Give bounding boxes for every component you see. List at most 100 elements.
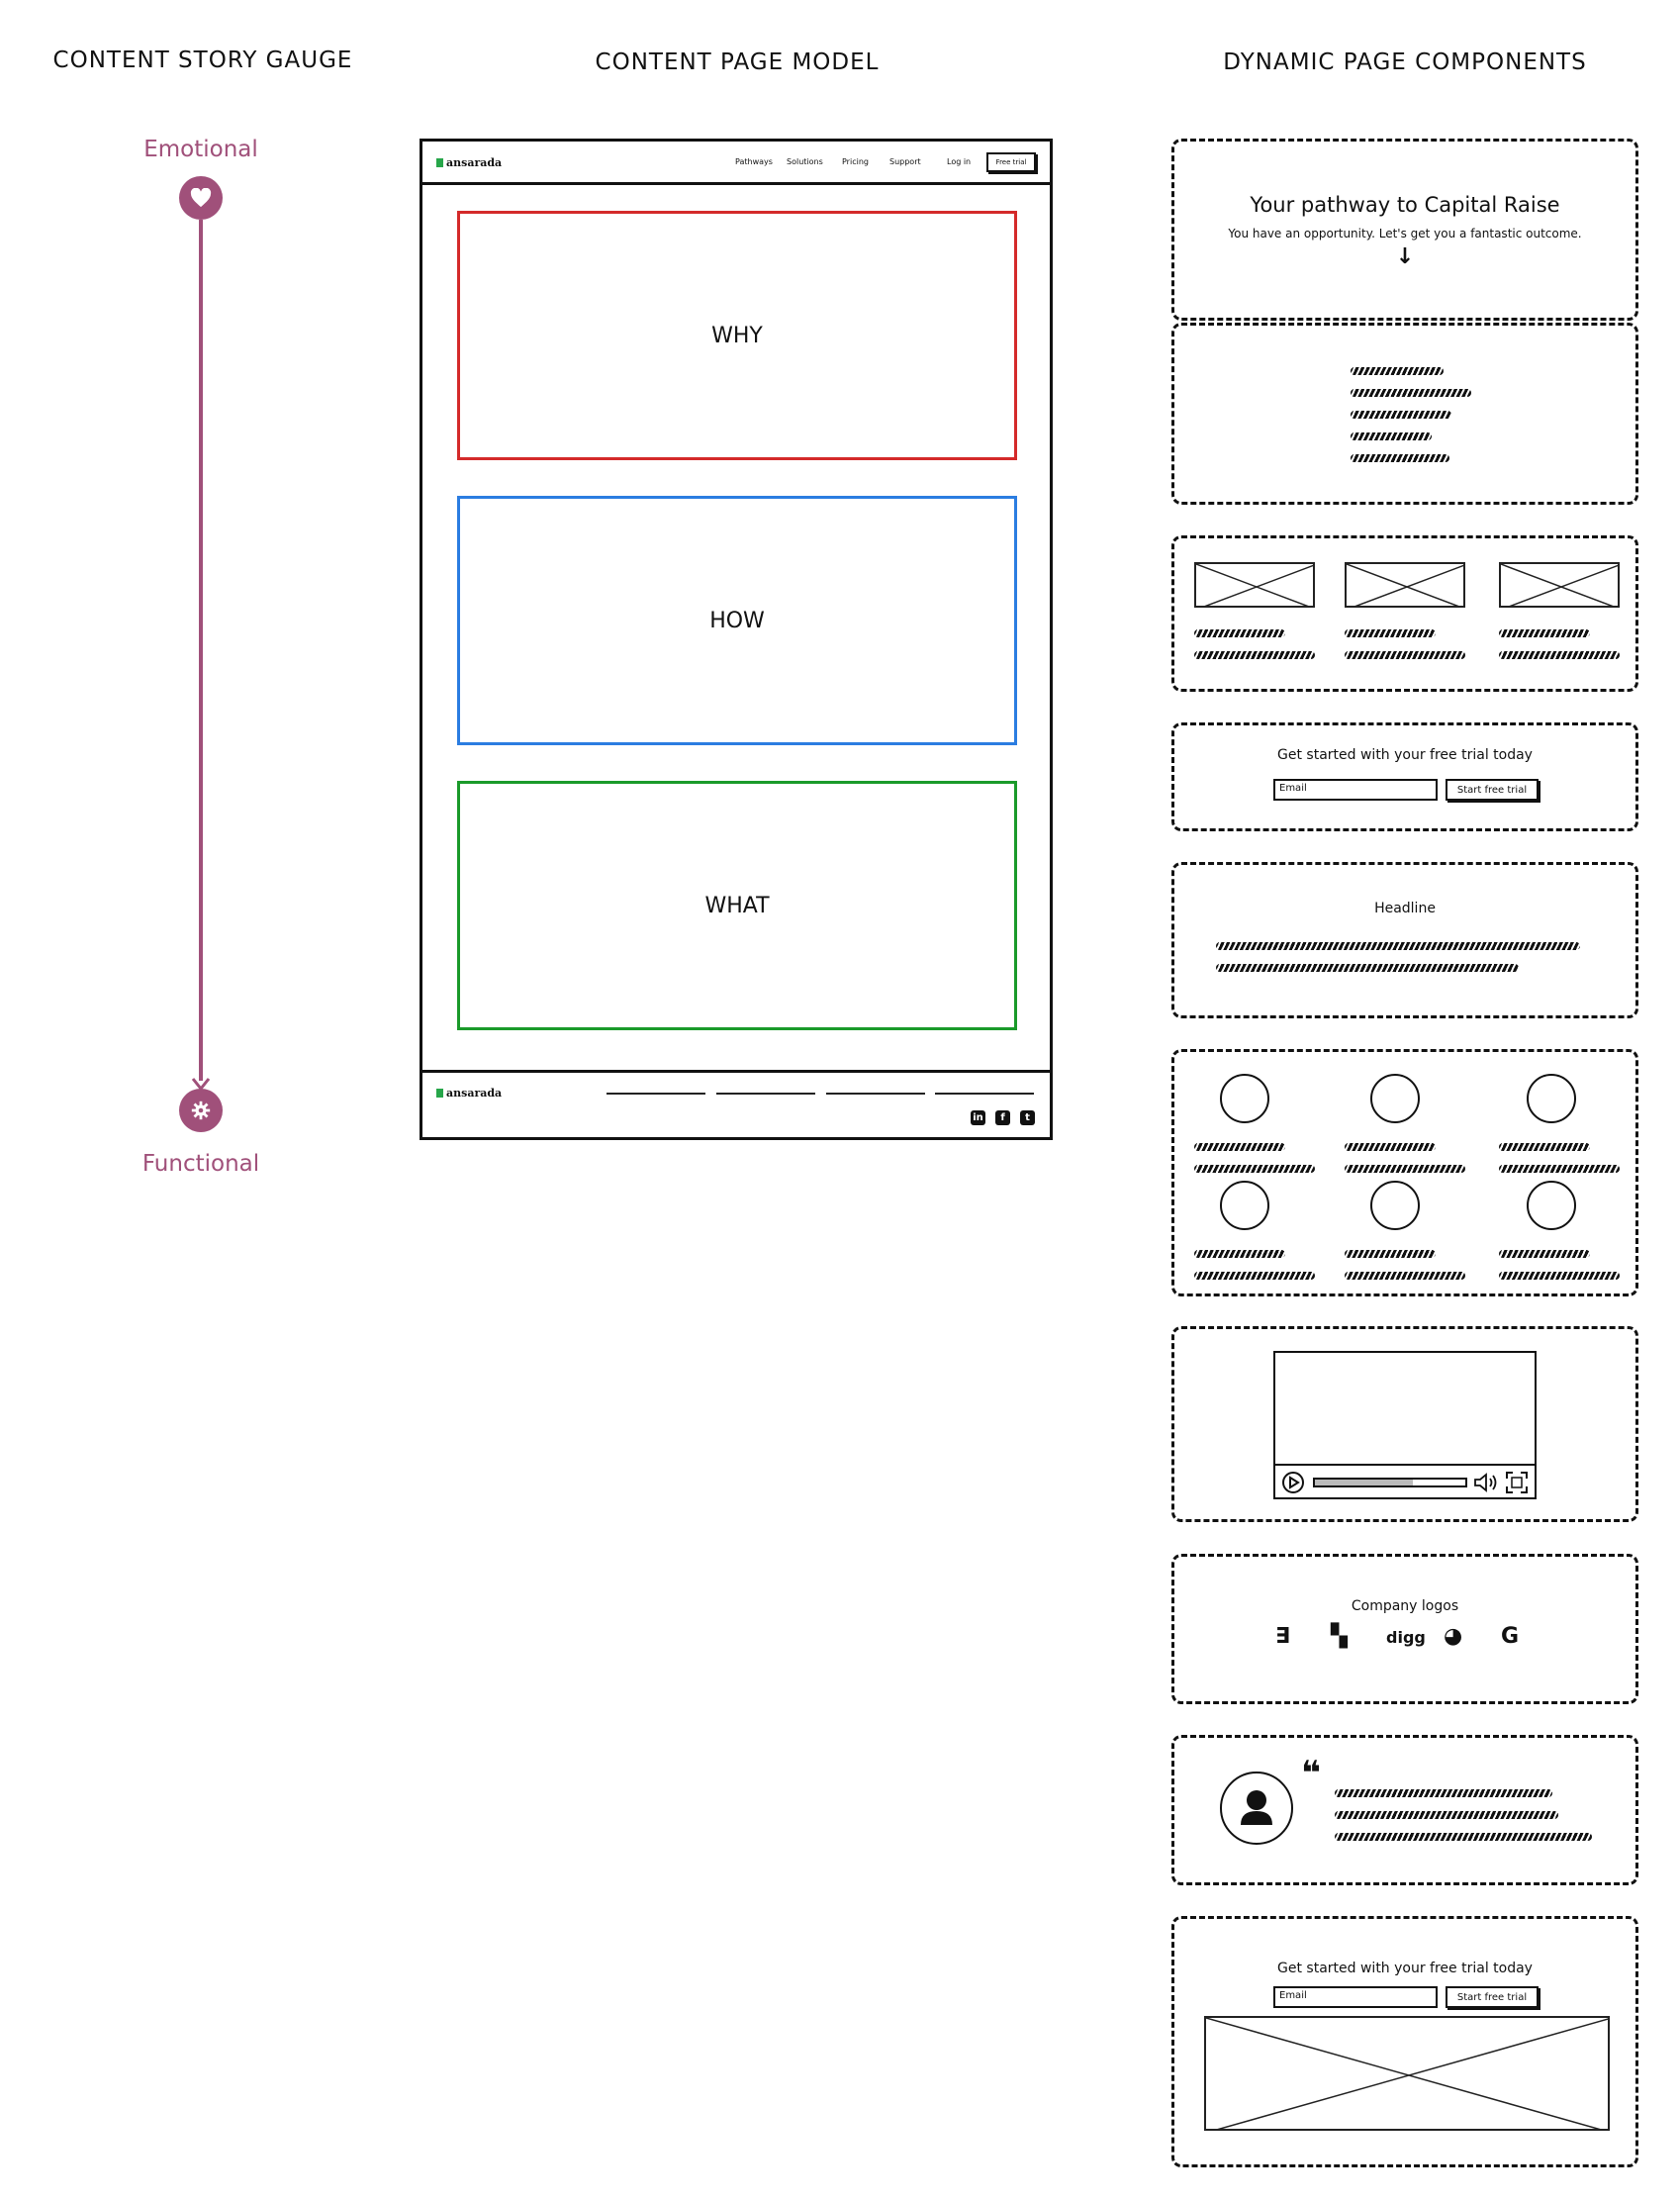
image-placeholder xyxy=(1499,562,1620,608)
text-line xyxy=(1335,1811,1558,1819)
text-line xyxy=(1345,651,1465,659)
feature-icon-placeholder xyxy=(1370,1074,1420,1123)
text-line xyxy=(1499,1143,1590,1151)
twitter-icon[interactable]: t xyxy=(1020,1110,1035,1125)
signup-title: Get started with your free trial today xyxy=(1277,747,1533,763)
text-line xyxy=(1216,964,1519,972)
feature-icon-placeholder xyxy=(1527,1074,1576,1123)
feature-icon-placeholder xyxy=(1220,1074,1269,1123)
text-line xyxy=(1216,942,1580,950)
component-signup-with-image: Get started with your free trial today E… xyxy=(1171,1916,1638,2167)
component-hero: Your pathway to Capital Raise You have a… xyxy=(1171,139,1638,321)
component-headline: Headline xyxy=(1171,862,1638,1018)
content-page-model: ansarada Pathways Solutions Pricing Supp… xyxy=(420,139,1053,1140)
section-what: WHAT xyxy=(457,781,1017,1030)
text-line xyxy=(1351,454,1449,462)
video-controls xyxy=(1275,1464,1535,1497)
text-line xyxy=(1351,432,1432,440)
text-line xyxy=(1499,1165,1620,1173)
hero-title: Your pathway to Capital Raise xyxy=(1250,193,1560,217)
css3-logo-icon: ∃ xyxy=(1275,1624,1291,1649)
component-signup: Get started with your free trial today E… xyxy=(1171,722,1638,831)
component-company-logos: Company logos ∃ ▚ digg ◕ G xyxy=(1171,1554,1638,1704)
text-line xyxy=(1499,1250,1590,1258)
page-header: ansarada Pathways Solutions Pricing Supp… xyxy=(422,142,1050,185)
nav-pathways[interactable]: Pathways xyxy=(735,157,773,166)
section-how: HOW xyxy=(457,496,1017,745)
text-line xyxy=(1194,1143,1285,1151)
hero-subtitle: You have an opportunity. Let's get you a… xyxy=(1228,227,1582,240)
image-placeholder xyxy=(1345,562,1465,608)
volume-icon[interactable] xyxy=(1473,1472,1499,1493)
component-three-column-images xyxy=(1171,535,1638,692)
nav-log-in[interactable]: Log in xyxy=(947,157,972,166)
free-trial-button[interactable]: Free trial xyxy=(986,152,1036,172)
logos-title: Company logos xyxy=(1351,1598,1459,1614)
text-line xyxy=(1499,629,1590,637)
text-line xyxy=(1194,1165,1315,1173)
user-icon xyxy=(1241,1790,1272,1825)
progress-bar[interactable] xyxy=(1313,1478,1467,1487)
nav-solutions[interactable]: Solutions xyxy=(787,157,823,166)
footer-logo: ansarada xyxy=(436,1087,502,1100)
footer-link[interactable] xyxy=(826,1093,925,1095)
video-player[interactable] xyxy=(1273,1351,1537,1499)
start-free-trial-button[interactable]: Start free trial xyxy=(1446,779,1539,801)
headline-title: Headline xyxy=(1374,901,1436,916)
text-line xyxy=(1345,1272,1465,1280)
gauge-column-title: CONTENT STORY GAUGE xyxy=(52,48,353,73)
gauge-bottom-label: Functional xyxy=(141,1151,260,1177)
text-line xyxy=(1194,1250,1285,1258)
google-logo-icon: G xyxy=(1501,1624,1520,1649)
facebook-icon[interactable]: f xyxy=(995,1110,1010,1125)
fullscreen-icon[interactable] xyxy=(1505,1471,1529,1494)
text-line xyxy=(1345,1165,1465,1173)
text-line xyxy=(1194,651,1315,659)
email-field[interactable]: Email xyxy=(1273,779,1438,801)
text-line xyxy=(1345,629,1436,637)
text-line xyxy=(1499,651,1620,659)
components-column-title: DYNAMIC PAGE COMPONENTS xyxy=(1223,49,1587,75)
text-line xyxy=(1351,411,1451,419)
avatar xyxy=(1220,1772,1293,1845)
text-line xyxy=(1335,1833,1592,1841)
component-testimonial: ❝ xyxy=(1171,1735,1638,1885)
brand-logo: ansarada xyxy=(436,156,502,169)
signup-title: Get started with your free trial today xyxy=(1277,1961,1533,1976)
image-placeholder xyxy=(1194,562,1315,608)
text-line xyxy=(1194,629,1285,637)
feature-icon-placeholder xyxy=(1370,1181,1420,1230)
text-line xyxy=(1345,1143,1436,1151)
image-placeholder xyxy=(1204,2016,1610,2131)
play-icon[interactable] xyxy=(1281,1471,1305,1494)
component-video xyxy=(1171,1326,1638,1522)
nav-support[interactable]: Support xyxy=(889,157,921,166)
drupal-logo-icon: ◕ xyxy=(1444,1624,1463,1649)
start-free-trial-button[interactable]: Start free trial xyxy=(1446,1986,1539,2008)
digg-logo-icon: digg xyxy=(1386,1628,1426,1647)
delicious-logo-icon: ▚ xyxy=(1331,1624,1348,1649)
component-text-block xyxy=(1171,323,1638,505)
text-line xyxy=(1345,1250,1436,1258)
arrow-down-icon: ↓ xyxy=(1395,244,1415,269)
gauge-top-label: Emotional xyxy=(143,137,258,162)
footer-link[interactable] xyxy=(607,1093,705,1095)
text-line xyxy=(1351,367,1444,375)
linkedin-icon[interactable]: in xyxy=(971,1110,985,1125)
model-column-title: CONTENT PAGE MODEL xyxy=(595,49,880,75)
text-line xyxy=(1335,1789,1552,1797)
text-line xyxy=(1194,1272,1315,1280)
gauge-line xyxy=(199,220,203,1081)
page-footer: ansarada in f t xyxy=(422,1070,1050,1137)
nav-pricing[interactable]: Pricing xyxy=(842,157,869,166)
component-feature-grid xyxy=(1171,1049,1638,1296)
text-line xyxy=(1351,389,1471,397)
feature-icon-placeholder xyxy=(1527,1181,1576,1230)
email-field[interactable]: Email xyxy=(1273,1986,1438,2008)
section-why: WHY xyxy=(457,211,1017,460)
quote-icon: ❝ xyxy=(1301,1754,1321,1793)
gear-icon xyxy=(179,1089,223,1132)
footer-link[interactable] xyxy=(716,1093,815,1095)
heart-icon xyxy=(179,176,223,220)
footer-link[interactable] xyxy=(935,1093,1034,1095)
